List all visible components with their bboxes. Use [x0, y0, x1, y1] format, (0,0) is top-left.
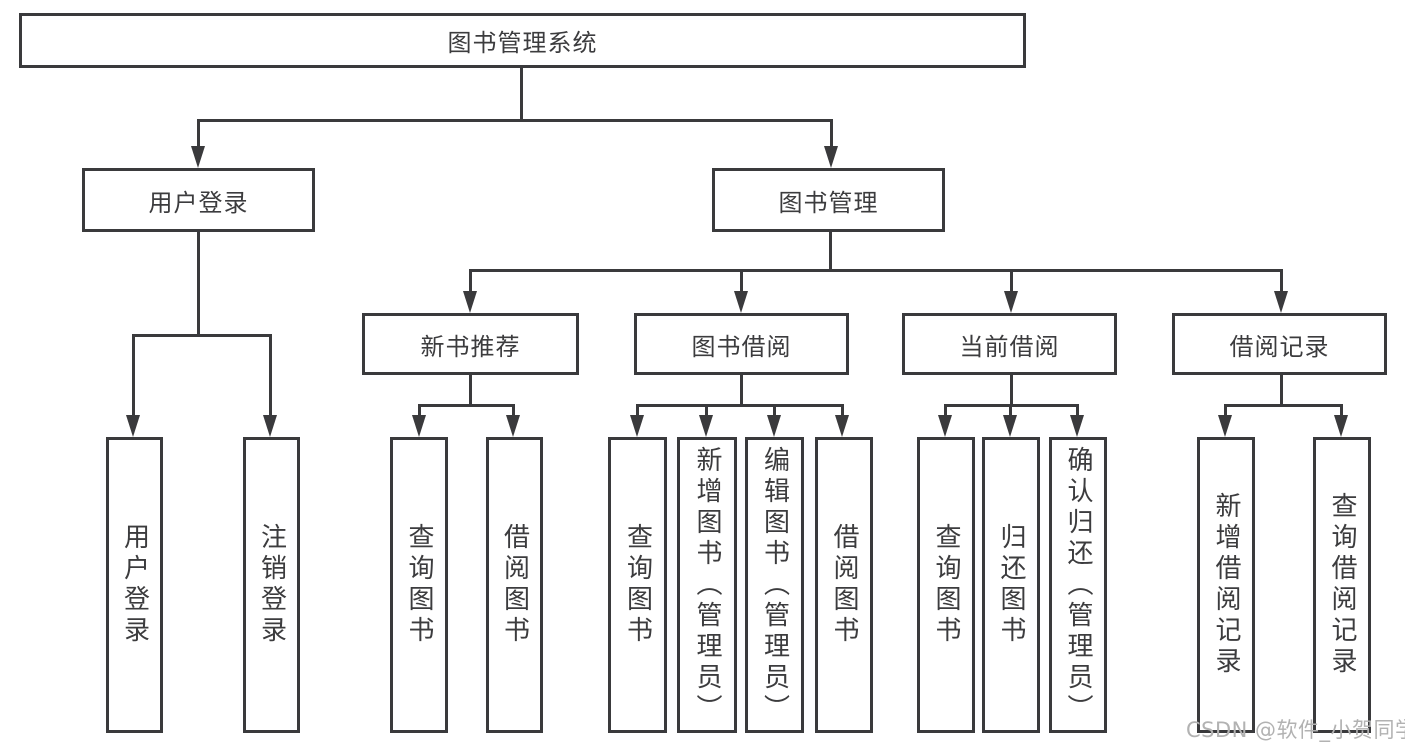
connector	[197, 119, 200, 149]
connector	[1076, 404, 1079, 418]
connector	[705, 404, 708, 418]
leaf-logout: 注销登录	[243, 437, 300, 733]
connector	[1340, 404, 1343, 418]
connector	[1224, 404, 1343, 407]
connector	[740, 375, 743, 406]
leaf-query-borrow-record: 查询借阅记录	[1313, 437, 1371, 733]
down-arrow-icon	[506, 415, 520, 437]
connector	[944, 404, 947, 418]
leaf-add-books-admin: 新增图书（管理员）	[677, 437, 737, 733]
leaf-user-login: 用户登录	[106, 437, 163, 733]
down-arrow-icon	[412, 415, 426, 437]
connector	[469, 375, 472, 406]
connector	[841, 404, 844, 418]
connector	[740, 269, 743, 295]
down-arrow-icon	[1218, 415, 1232, 437]
connector	[132, 334, 272, 337]
down-arrow-icon	[1070, 415, 1084, 437]
node-current-borrow: 当前借阅	[902, 313, 1117, 375]
leaf-borrow-books: 借阅图书	[486, 437, 543, 733]
down-arrow-icon	[824, 146, 838, 168]
down-arrow-icon	[1334, 415, 1348, 437]
connector	[469, 269, 472, 295]
connector	[520, 68, 523, 120]
connector	[269, 334, 272, 417]
connector	[636, 404, 844, 407]
csdn-watermark: CSDN @软件_小贺同学	[1186, 718, 1405, 742]
leaf-borrow-books: 借阅图书	[815, 437, 873, 733]
node-borrow-records: 借阅记录	[1172, 313, 1387, 375]
down-arrow-icon	[767, 415, 781, 437]
down-arrow-icon	[1004, 291, 1018, 313]
connector	[132, 334, 135, 417]
connector	[636, 404, 639, 418]
connector	[418, 404, 421, 418]
connector	[418, 404, 515, 407]
node-library-management-system: 图书管理系统	[19, 13, 1026, 68]
node-user-login: 用户登录	[82, 168, 315, 232]
down-arrow-icon	[126, 415, 140, 437]
down-arrow-icon	[938, 415, 952, 437]
connector	[830, 119, 833, 149]
down-arrow-icon	[734, 291, 748, 313]
connector	[1280, 375, 1283, 406]
down-arrow-icon	[630, 415, 644, 437]
leaf-query-books: 查询图书	[608, 437, 667, 733]
down-arrow-icon	[1274, 291, 1288, 313]
connector	[197, 119, 833, 122]
connector	[829, 232, 832, 271]
node-new-book-recommend: 新书推荐	[362, 313, 579, 375]
down-arrow-icon	[835, 415, 849, 437]
connector	[512, 404, 515, 418]
connector	[1280, 269, 1283, 295]
connector	[469, 269, 1282, 272]
leaf-add-borrow-record: 新增借阅记录	[1197, 437, 1255, 733]
down-arrow-icon	[1003, 415, 1017, 437]
node-book-management: 图书管理	[712, 168, 945, 232]
down-arrow-icon	[699, 415, 713, 437]
connector	[1224, 404, 1227, 418]
connector	[1010, 269, 1013, 295]
leaf-return-books: 归还图书	[982, 437, 1040, 733]
connector	[197, 232, 200, 336]
node-book-borrow: 图书借阅	[634, 313, 849, 375]
down-arrow-icon	[463, 291, 477, 313]
down-arrow-icon	[263, 415, 277, 437]
leaf-query-books: 查询图书	[917, 437, 975, 733]
down-arrow-icon	[191, 146, 205, 168]
leaf-query-books: 查询图书	[390, 437, 448, 733]
connector	[1009, 404, 1012, 418]
leaf-confirm-return-admin: 确认归还（管理员）	[1049, 437, 1107, 733]
connector	[1010, 375, 1013, 406]
leaf-edit-books-admin: 编辑图书（管理员）	[745, 437, 804, 733]
connector	[773, 404, 776, 418]
